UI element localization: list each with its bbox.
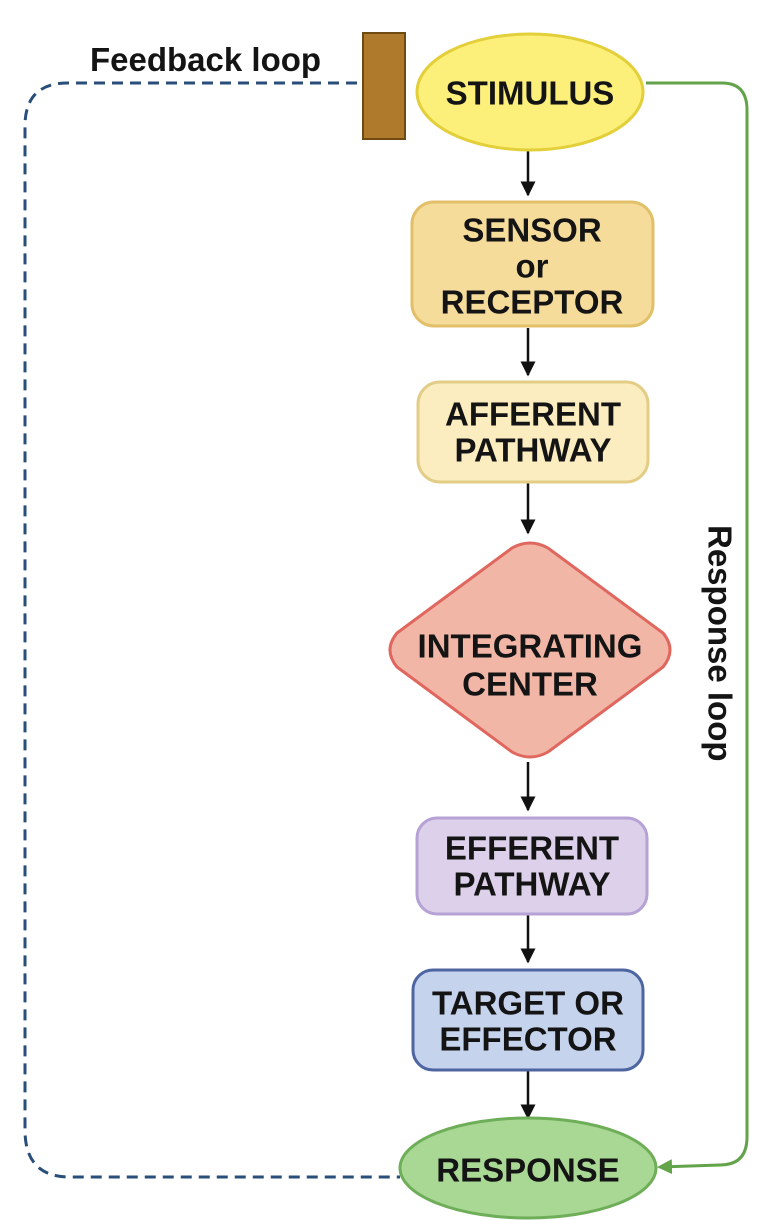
response-node: RESPONSE xyxy=(398,1116,658,1220)
afferent-label-line1: AFFERENT xyxy=(445,396,621,433)
sensor-label-line2: or xyxy=(516,248,549,285)
efferent-label-line1: EFFERENT xyxy=(445,830,619,867)
feedback-loop-line xyxy=(23,81,400,1179)
afferent-label-line2: PATHWAY xyxy=(454,432,611,469)
target-effector-node: TARGET OR EFFECTOR xyxy=(411,968,645,1072)
stimulus-node: STIMULUS xyxy=(415,32,645,152)
target-label-line2: EFFECTOR xyxy=(439,1021,616,1058)
integrating-label-line2: CENTER xyxy=(462,666,598,703)
response-loop-line xyxy=(646,81,749,1175)
sensor-label-line3: RECEPTOR xyxy=(441,284,624,321)
feedback-loop-label: Feedback loop xyxy=(90,41,321,78)
sensor-node: SENSOR or RECEPTOR xyxy=(410,200,655,328)
integrating-center-node: INTEGRATING CENTER xyxy=(388,541,672,759)
efferent-pathway-node: EFFERENT PATHWAY xyxy=(415,816,649,916)
afferent-pathway-node: AFFERENT PATHWAY xyxy=(416,380,650,484)
feedback-block xyxy=(362,32,406,140)
stimulus-label: STIMULUS xyxy=(446,75,615,112)
integrating-label-line1: INTEGRATING xyxy=(418,628,643,665)
response-loop-label: Response loop xyxy=(702,525,739,762)
efferent-label-line2: PATHWAY xyxy=(453,866,610,903)
target-label-line1: TARGET OR xyxy=(432,985,624,1022)
response-label: RESPONSE xyxy=(436,1152,619,1189)
sensor-label-line1: SENSOR xyxy=(462,212,602,249)
